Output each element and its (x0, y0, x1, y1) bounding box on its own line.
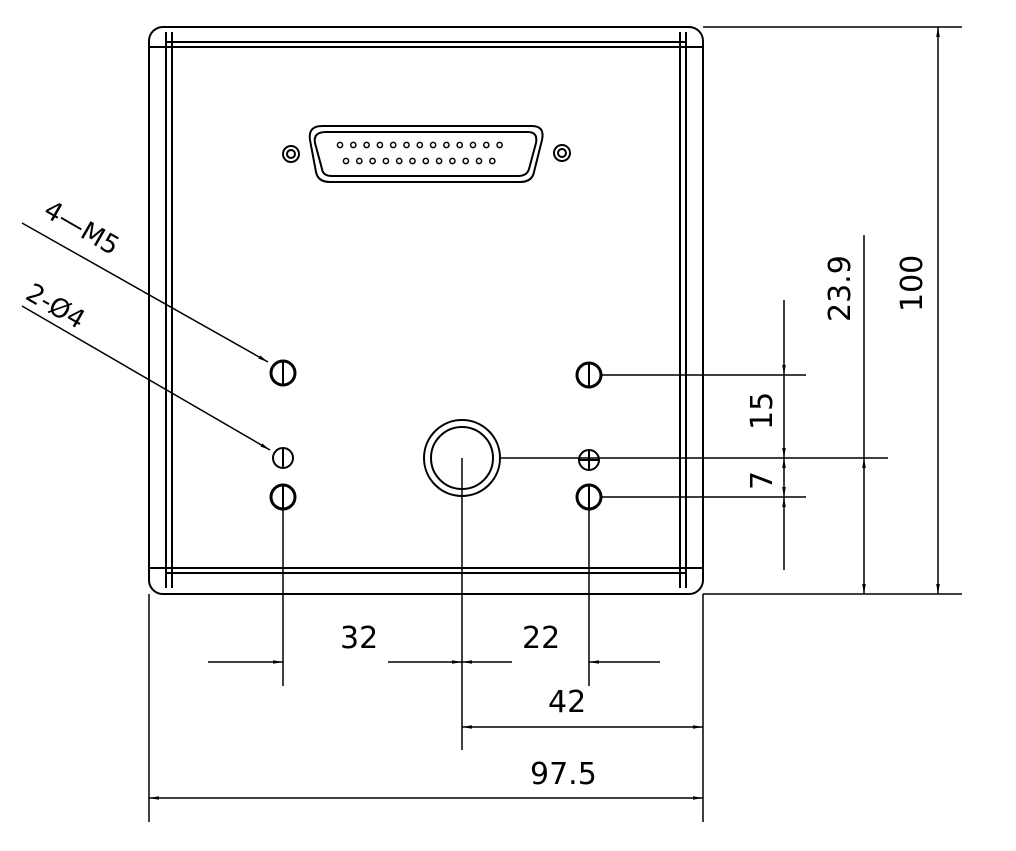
connector-pin (416, 141, 424, 149)
connector-pin (482, 141, 490, 149)
label-pin-holes: 2-Ø4 (21, 278, 91, 335)
connector-pin (449, 157, 456, 165)
label-bolt-holes: 4—M5 (39, 195, 125, 262)
connector-pin (389, 141, 397, 149)
dim-text-7: 7 (745, 471, 780, 490)
m5-hole-bottom-right (575, 483, 603, 511)
dsub-connector (282, 125, 571, 183)
pin-hole-right (578, 449, 600, 471)
connector-pin (369, 157, 376, 165)
connector-pin (443, 141, 450, 149)
connector-pin (469, 141, 477, 149)
holes (269, 359, 603, 511)
m5-hole-bottom-left (269, 483, 297, 511)
connector-pin (409, 157, 416, 165)
connector-pin (435, 157, 443, 165)
extension-lines-bottom (148, 458, 704, 822)
connector-pin (363, 141, 370, 149)
mounting-screw-right (553, 144, 571, 162)
connector-pin (349, 141, 357, 149)
mounting-screw-left (282, 145, 300, 163)
leader-pin-holes (21, 305, 271, 451)
dim-text-42: 42 (548, 685, 586, 720)
connector-pin (462, 157, 470, 165)
m5-hole-top-left (269, 359, 297, 387)
leader-bolt-holes (21, 222, 269, 363)
connector-pin (488, 157, 496, 165)
connector-pin (395, 157, 403, 165)
m5-hole-top-right (575, 361, 603, 389)
dim-text-100: 100 (895, 255, 930, 312)
connector-pin (336, 141, 344, 149)
dim-text-23-9: 23.9 (823, 255, 858, 322)
connector-pin (342, 157, 350, 165)
dim-text-97-5: 97.5 (530, 757, 597, 792)
connector-pin (429, 141, 437, 149)
dim-text-15: 15 (745, 392, 780, 430)
dim-text-32: 32 (340, 621, 378, 656)
extension-lines-right (500, 26, 962, 595)
pin-hole-left (272, 447, 294, 469)
dim-text-22: 22 (522, 621, 560, 656)
connector-pins (336, 141, 503, 165)
connector-pin (422, 157, 430, 165)
connector-pin (475, 157, 483, 165)
connector-pin (456, 141, 464, 149)
connector-pin (403, 141, 410, 149)
connector-pin (496, 141, 503, 149)
connector-pin (376, 141, 384, 149)
enclosure-body (148, 26, 704, 595)
connector-pin (355, 157, 363, 165)
connector-pin (382, 157, 390, 165)
